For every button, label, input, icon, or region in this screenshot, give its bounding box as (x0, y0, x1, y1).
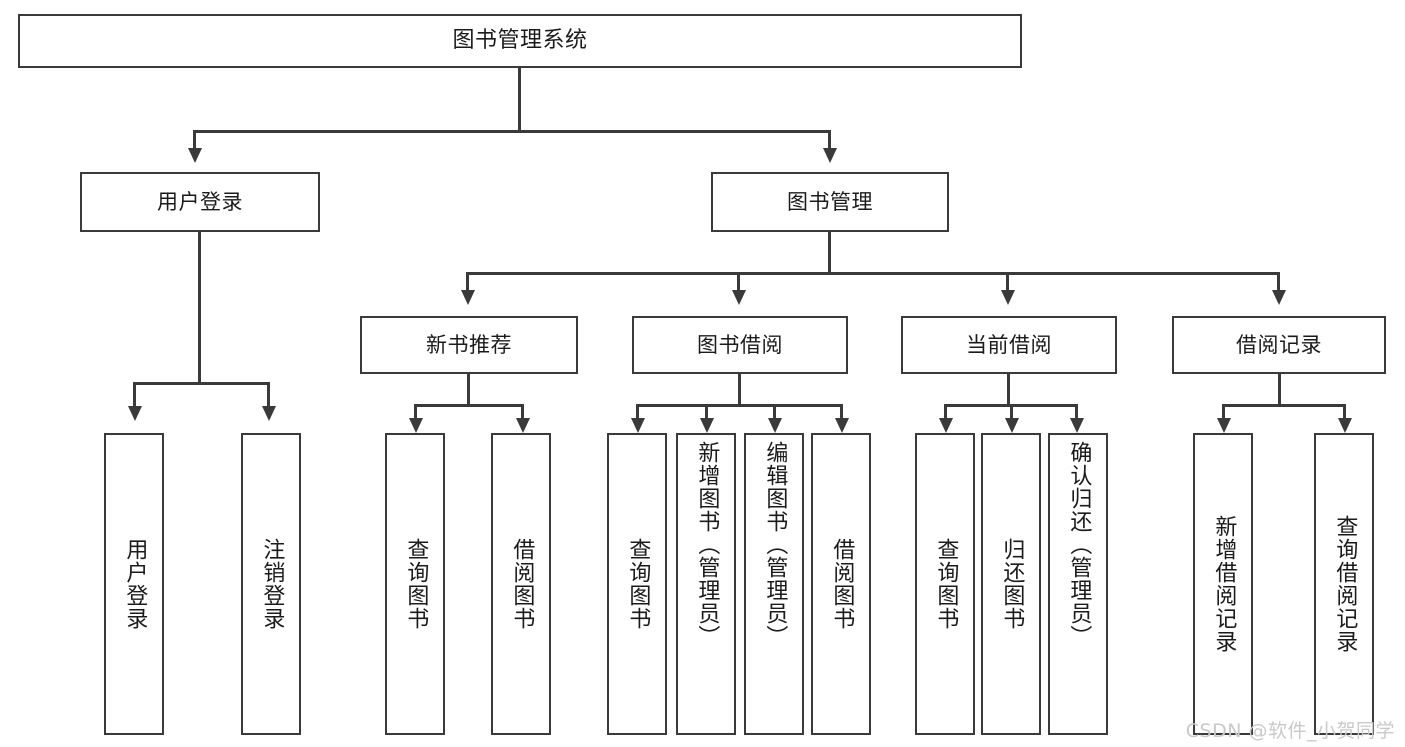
node-current-borrow[interactable]: 当前借阅 (901, 316, 1117, 374)
arrowhead-user-login-leaf-2 (262, 406, 276, 421)
leaf-new-book-query[interactable]: 查询图书 (385, 433, 445, 735)
connector-current-borrow-branch-2 (1010, 404, 1013, 420)
node-label: 确认归还（管理员） (1066, 441, 1092, 648)
leaf-current-borrow-query[interactable]: 查询图书 (915, 433, 975, 735)
arrowhead-book-borrow-leaf-2 (700, 418, 714, 433)
connector-book-borrow-branch-1 (636, 404, 639, 420)
arrowhead-level3-new-book (461, 290, 475, 305)
connector-current-borrow-branch-3 (1075, 404, 1078, 420)
connector-user-login-bus (133, 382, 270, 385)
connector-borrow-record-stem (1278, 374, 1281, 406)
arrowhead-level3-borrow-record (1272, 290, 1286, 305)
arrowhead-root-to-user-login (188, 148, 202, 163)
arrowhead-book-borrow-leaf-4 (835, 418, 849, 433)
node-label: 图书借阅 (697, 332, 783, 357)
node-label: 查询借阅记录 (1332, 515, 1358, 653)
node-label: 编辑图书（管理员） (762, 441, 788, 648)
connector-book-borrow-branch-3 (773, 404, 776, 420)
node-label: 归还图书 (999, 538, 1025, 630)
node-label: 查询图书 (625, 538, 651, 630)
node-user-login[interactable]: 用户登录 (80, 172, 320, 232)
arrowhead-current-borrow-leaf-2 (1005, 418, 1019, 433)
connector-root-bus (196, 130, 831, 133)
node-label: 用户登录 (122, 538, 148, 630)
node-label: 新增图书（管理员） (694, 441, 720, 648)
node-label: 查询图书 (403, 538, 429, 630)
connector-new-book-stem (467, 374, 470, 406)
connector-book-mgmt-branch-4 (1277, 272, 1280, 292)
arrowhead-new-book-leaf-2 (516, 418, 530, 433)
node-label: 借阅记录 (1236, 332, 1322, 357)
leaf-book-borrow-lend[interactable]: 借阅图书 (811, 433, 871, 735)
connector-book-mgmt-stem (828, 232, 831, 274)
leaf-borrow-record-add[interactable]: 新增借阅记录 (1193, 433, 1253, 735)
leaf-book-borrow-query[interactable]: 查询图书 (607, 433, 667, 735)
leaf-book-borrow-edit[interactable]: 编辑图书（管理员） (744, 433, 804, 735)
node-label: 新增借阅记录 (1211, 515, 1237, 653)
node-label: 借阅图书 (509, 538, 535, 630)
connector-book-mgmt-bus (466, 272, 1280, 275)
node-label: 查询图书 (933, 538, 959, 630)
leaf-new-book-borrow[interactable]: 借阅图书 (491, 433, 551, 735)
node-label: 图书管理 (787, 189, 873, 214)
arrowhead-level3-current-borrow (1001, 290, 1015, 305)
connector-new-book-bus (414, 404, 524, 407)
connector-book-borrow-branch-2 (705, 404, 708, 420)
arrowhead-borrow-record-leaf-1 (1217, 418, 1231, 433)
connector-current-borrow-branch-1 (944, 404, 947, 420)
arrowhead-user-login-leaf-1 (128, 406, 142, 421)
arrowhead-book-borrow-leaf-1 (631, 418, 645, 433)
connector-borrow-record-branch-1 (1222, 404, 1225, 420)
node-label: 用户登录 (157, 189, 243, 214)
connector-book-mgmt-branch-3 (1006, 272, 1009, 292)
node-label: 当前借阅 (966, 332, 1052, 357)
leaf-user-login-signin[interactable]: 用户登录 (104, 433, 164, 735)
connector-borrow-record-branch-2 (1343, 404, 1346, 420)
connector-root-stem (518, 68, 521, 132)
connector-root-to-book-mgmt (828, 130, 831, 150)
connector-book-borrow-branch-4 (840, 404, 843, 420)
connector-root-to-user-login (193, 130, 196, 150)
connector-book-borrow-stem (738, 374, 741, 406)
connector-book-mgmt-branch-1 (466, 272, 469, 292)
arrowhead-current-borrow-leaf-3 (1070, 418, 1084, 433)
connector-book-mgmt-branch-2 (737, 272, 740, 292)
connector-user-login-branch-1 (133, 382, 136, 408)
connector-borrow-record-bus (1222, 404, 1346, 407)
connector-user-login-branch-2 (267, 382, 270, 408)
connector-user-login-stem (198, 232, 201, 384)
arrowhead-level3-book-borrow (732, 290, 746, 305)
node-label: 图书管理系统 (452, 28, 588, 54)
leaf-borrow-record-query[interactable]: 查询借阅记录 (1314, 433, 1374, 735)
node-label: 注销登录 (259, 538, 285, 630)
connector-current-borrow-stem (1007, 374, 1010, 406)
node-borrow-record[interactable]: 借阅记录 (1172, 316, 1386, 374)
arrowhead-current-borrow-leaf-1 (939, 418, 953, 433)
connector-new-book-branch-1 (414, 404, 417, 420)
connector-new-book-branch-2 (521, 404, 524, 420)
node-book-management[interactable]: 图书管理 (711, 172, 949, 232)
arrowhead-borrow-record-leaf-2 (1338, 418, 1352, 433)
watermark-text: CSDN @软件_小贺同学 (1185, 720, 1395, 742)
leaf-current-borrow-return[interactable]: 归还图书 (981, 433, 1041, 735)
leaf-book-borrow-add[interactable]: 新增图书（管理员） (676, 433, 736, 735)
leaf-user-login-signout[interactable]: 注销登录 (241, 433, 301, 735)
node-new-book-recommend[interactable]: 新书推荐 (360, 316, 578, 374)
node-book-borrow[interactable]: 图书借阅 (632, 316, 848, 374)
arrowhead-book-borrow-leaf-3 (768, 418, 782, 433)
arrowhead-root-to-book-mgmt (823, 148, 837, 163)
node-label: 借阅图书 (829, 538, 855, 630)
connector-book-borrow-bus (636, 404, 843, 407)
leaf-current-borrow-confirm[interactable]: 确认归还（管理员） (1048, 433, 1108, 735)
node-label: 新书推荐 (426, 332, 512, 357)
node-root-system[interactable]: 图书管理系统 (18, 14, 1022, 68)
arrowhead-new-book-leaf-1 (409, 418, 423, 433)
